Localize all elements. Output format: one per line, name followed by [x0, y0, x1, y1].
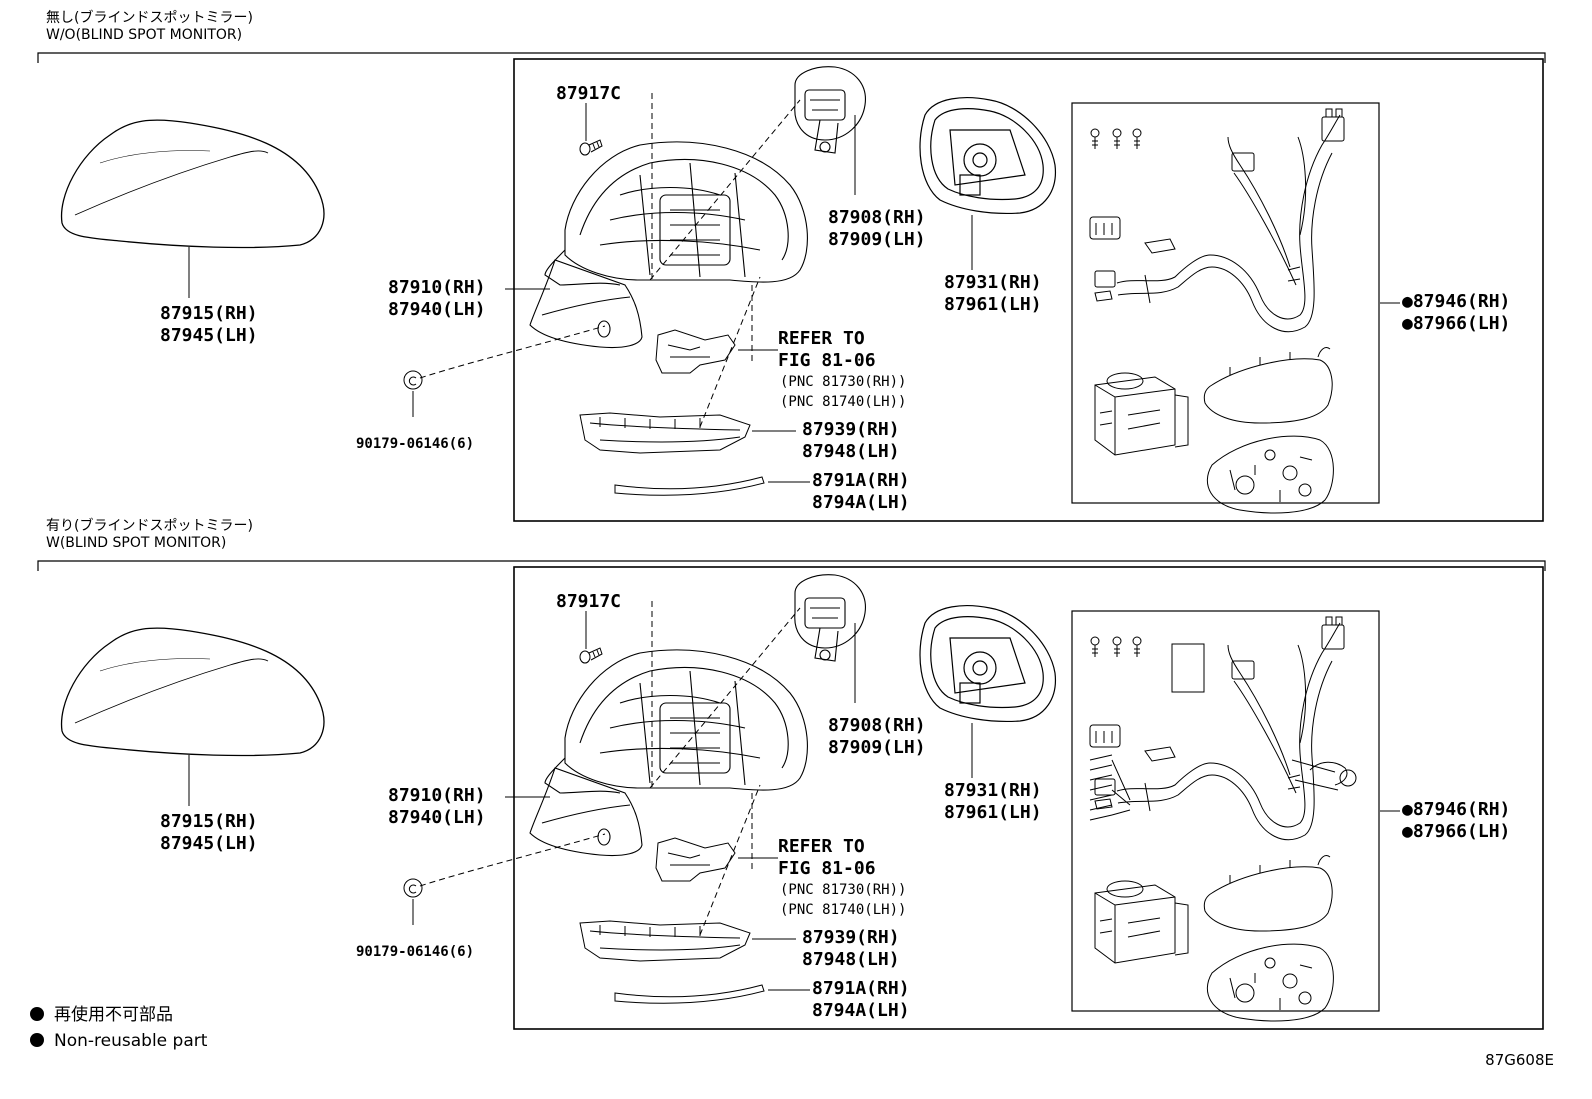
part-label-mirror: 87910(RH) 87940(LH) [388, 277, 486, 321]
section-1-header-en: W/O(BLIND SPOT MONITOR) [46, 27, 243, 43]
part-label-cover: 87915(RH) 87945(LH) [160, 811, 258, 855]
section-2-header-en: W(BLIND SPOT MONITOR) [46, 535, 227, 551]
legend-text: Non-reusable part [54, 1031, 208, 1051]
part-label-garnish: 8791A(RH) 8794A(LH) [812, 470, 910, 514]
part-number: 87910(RH) [388, 277, 486, 298]
part-number: ●87966(LH) [1402, 821, 1511, 842]
part-number: 87910(RH) [388, 785, 486, 806]
part-number: 87915(RH) [160, 811, 258, 832]
part-number: 87939(RH) [802, 927, 900, 948]
part-number: 87961(LH) [944, 294, 1042, 315]
pnc-text: (PNC 81730(RH)) [780, 374, 907, 390]
part-number: 8794A(LH) [812, 492, 910, 513]
bsm-extra-parts [1089, 643, 1357, 821]
part-number: 8791A(RH) [812, 978, 910, 999]
part-number: 87931(RH) [944, 272, 1042, 293]
bullet-icon [30, 1007, 44, 1021]
part-label-screw: 87917C [556, 83, 622, 104]
section-1-header: 無し(ブラインドスポットミラー) W/O(BLIND SPOT MONITOR) [46, 10, 253, 44]
part-number: 87908(RH) [828, 715, 926, 736]
part-label-clip: 90179-06146(6) [356, 436, 475, 452]
section-1-header-jp: 無し(ブラインドスポットミラー) [46, 10, 253, 26]
part-number: 87961(LH) [944, 802, 1042, 823]
refer-note: REFER TO FIG 81-06 [778, 836, 876, 880]
part-label-actuator: 87908(RH) 87909(LH) [828, 207, 926, 251]
legend-text: 再使用不可部品 [54, 1005, 173, 1025]
figure-ref-link[interactable]: FIG 81-06 [778, 858, 876, 879]
part-label-cover: 87915(RH) 87945(LH) [160, 303, 258, 347]
refer-to-text: REFER TO [778, 328, 865, 349]
part-number: 87909(LH) [828, 229, 926, 250]
part-label-clip: 90179-06146(6) [356, 944, 475, 960]
section-2-header: 有り(ブラインドスポットミラー) W(BLIND SPOT MONITOR) [46, 518, 253, 552]
part-label-garnish: 8791A(RH) 8794A(LH) [812, 978, 910, 1022]
section-1-drawing [37, 52, 1546, 522]
part-number: 87915(RH) [160, 303, 258, 324]
pnc-text: (PNC 81730(RH)) [780, 882, 907, 898]
refer-to-text: REFER TO [778, 836, 865, 857]
section-2-header-jp: 有り(ブラインドスポットミラー) [46, 518, 253, 534]
part-label-lamp: 87939(RH) 87948(LH) [802, 419, 900, 463]
refer-note: REFER TO FIG 81-06 [778, 328, 876, 372]
pnc-text: (PNC 81740(LH)) [780, 902, 907, 918]
pnc-note: (PNC 81730(RH)) (PNC 81740(LH)) [780, 372, 906, 412]
part-label-glass: 87931(RH) 87961(LH) [944, 780, 1042, 824]
part-number: 87931(RH) [944, 780, 1042, 801]
part-number: 8791A(RH) [812, 470, 910, 491]
part-number: 8794A(LH) [812, 1000, 910, 1021]
pnc-note: (PNC 81730(RH)) (PNC 81740(LH)) [780, 880, 906, 920]
part-number: 87945(LH) [160, 325, 258, 346]
legend-jp: 再使用不可部品 [30, 1005, 173, 1025]
part-number: ●87946(RH) [1402, 291, 1511, 312]
part-number: 87939(RH) [802, 419, 900, 440]
part-number: 87940(LH) [388, 299, 486, 320]
bullet-icon [30, 1033, 44, 1047]
part-label-actuator: 87908(RH) 87909(LH) [828, 715, 926, 759]
part-label-screw: 87917C [556, 591, 622, 612]
part-number: ●87966(LH) [1402, 313, 1511, 334]
pnc-text: (PNC 81740(LH)) [780, 394, 907, 410]
part-number: 87948(LH) [802, 441, 900, 462]
figure-ref-link[interactable]: FIG 81-06 [778, 350, 876, 371]
part-label-mirror: 87910(RH) 87940(LH) [388, 785, 486, 829]
part-label-glass: 87931(RH) 87961(LH) [944, 272, 1042, 316]
part-number: 87908(RH) [828, 207, 926, 228]
part-label-harness: ●87946(RH) ●87966(LH) [1402, 291, 1510, 335]
part-label-lamp: 87939(RH) 87948(LH) [802, 927, 900, 971]
part-number: ●87946(RH) [1402, 799, 1511, 820]
figure-code: 87G608E [1485, 1051, 1554, 1069]
part-number: 87945(LH) [160, 833, 258, 854]
part-number: 87948(LH) [802, 949, 900, 970]
part-number: 87940(LH) [388, 807, 486, 828]
legend-en: Non-reusable part [30, 1031, 207, 1051]
section-2-drawing [37, 560, 1546, 1030]
part-label-harness: ●87946(RH) ●87966(LH) [1402, 799, 1510, 843]
part-number: 87909(LH) [828, 737, 926, 758]
